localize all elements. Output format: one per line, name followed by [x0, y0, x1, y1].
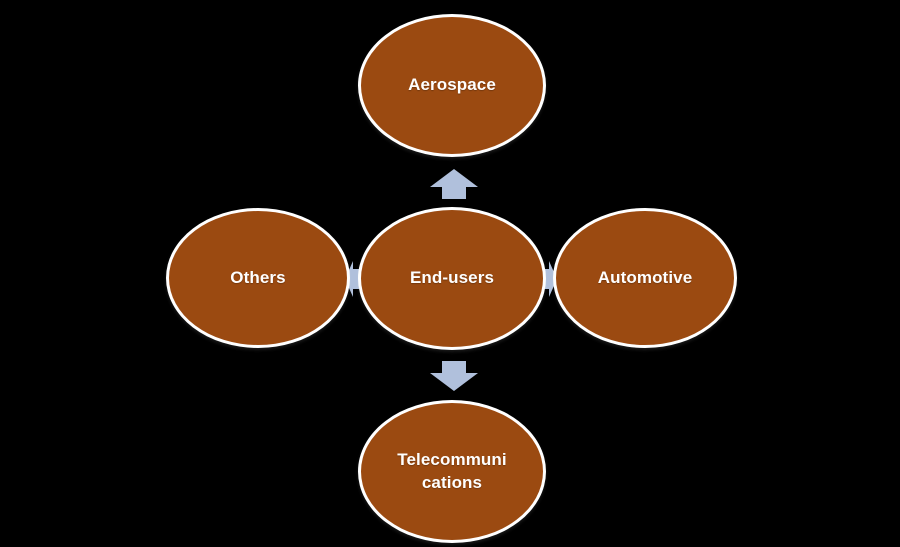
arrow-up-icon	[429, 168, 479, 200]
node-label-end-users: End-users	[409, 268, 495, 288]
node-label-automotive: Automotive	[597, 267, 693, 287]
arrow-left-icon	[344, 255, 360, 303]
node-aerospace[interactable]: Aerospace	[358, 14, 546, 157]
node-label-others: Others	[230, 267, 286, 287]
arrow-down-icon	[429, 358, 479, 392]
node-others[interactable]: Others	[166, 208, 350, 348]
node-telecommunications[interactable]: Telecommuni cations	[358, 400, 546, 543]
arrow-right-icon	[542, 255, 558, 303]
node-end-users[interactable]: End-users	[358, 207, 546, 350]
node-label-aerospace: Aerospace	[408, 75, 496, 95]
node-label-telecommunications: Telecommuni cations	[397, 450, 507, 492]
node-automotive[interactable]: Automotive	[553, 208, 737, 348]
